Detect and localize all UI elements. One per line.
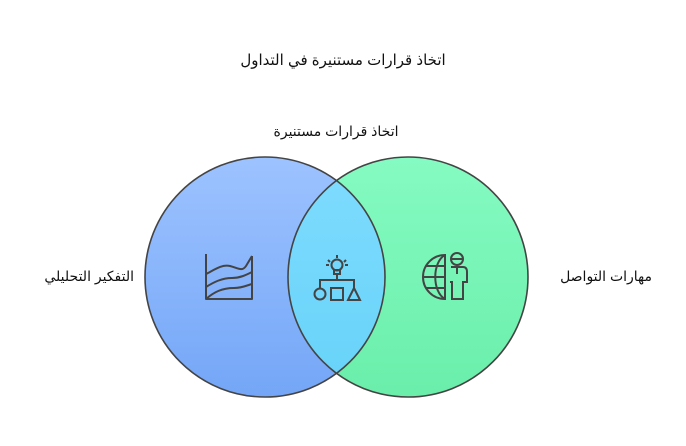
area-chart-icon <box>205 254 253 300</box>
globe-person-icon <box>422 252 468 301</box>
intersection-label: اتخاذ قرارات مستنيرة <box>273 123 399 139</box>
diagram-title: اتخاذ قرارات مستنيرة في التداول <box>240 52 446 69</box>
decision-hierarchy-icon <box>313 255 362 301</box>
left-set-outline <box>144 156 386 398</box>
left-set-label: التفكير التحليلي <box>44 268 134 284</box>
right-set-label: مهارات التواصل <box>560 268 652 284</box>
intersection-region <box>288 157 385 397</box>
right-set-outline <box>287 156 529 398</box>
